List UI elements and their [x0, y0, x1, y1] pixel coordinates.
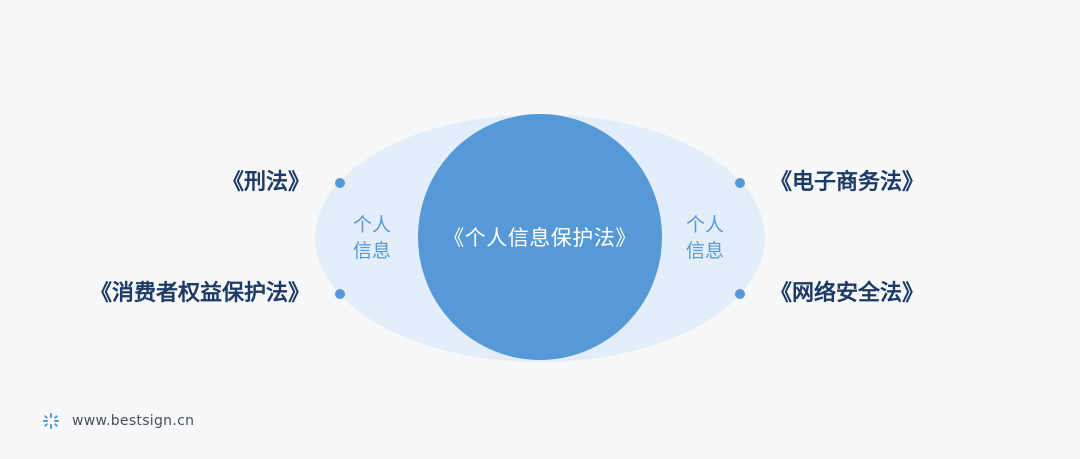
law-criminal: 《刑法》 [221, 170, 310, 195]
law-ecommerce: 《电子商务法》 [770, 170, 925, 195]
right-personal-info-line1: 个人 [685, 214, 724, 236]
right-bottom-connector-dot [735, 289, 745, 299]
watermark-url[interactable]: www.bestsign.cn [72, 413, 195, 429]
center-circle [418, 114, 662, 360]
left-bottom-connector-dot [335, 289, 345, 299]
law-cybersecurity: 《网络安全法》 [770, 281, 925, 306]
law-consumer-protection: 《消费者权益保护法》 [89, 281, 310, 306]
right-top-connector-dot [735, 178, 745, 188]
center-law-label: 《个人信息保护法》 [443, 226, 637, 250]
left-top-connector-dot [335, 178, 345, 188]
left-personal-info-line1: 个人 [352, 214, 391, 236]
left-personal-info-line2: 信息 [352, 240, 391, 262]
watermark: www.bestsign.cn [42, 410, 194, 432]
left-personal-info-label: 个人 信息 [337, 212, 407, 264]
right-personal-info-label: 个人 信息 [670, 212, 740, 264]
sparkle-icon [43, 413, 59, 429]
right-personal-info-line2: 信息 [685, 240, 724, 262]
